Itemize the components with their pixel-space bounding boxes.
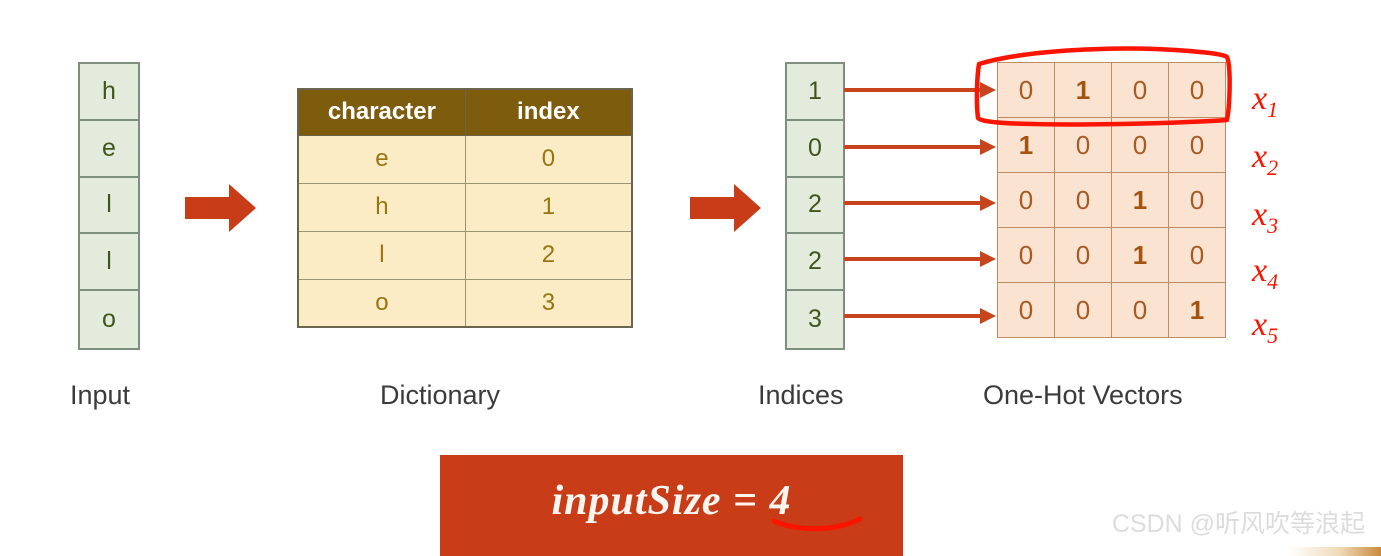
flow-arrow-icon: [690, 182, 762, 239]
dictionary-table: character index e 0 h 1 l 2 o 3: [297, 88, 633, 328]
indices-column: 1 0 2 2 3: [785, 62, 845, 350]
input-cell: o: [80, 291, 138, 348]
table-row: 0 0 1 0: [997, 172, 1226, 228]
row-label-subscript: 5: [1267, 322, 1279, 348]
one-hot-matrix: 0 1 0 0 1 0 0 0 0 0 1 0 0 0 1 0 0 0 0 1: [997, 62, 1226, 338]
input-cell: h: [80, 64, 138, 121]
corner-decoration: [1289, 547, 1381, 556]
table-row: h 1: [297, 182, 633, 232]
indices-caption: Indices: [758, 380, 844, 410]
row-label-base: x: [1252, 80, 1268, 117]
row-label-base: x: [1252, 138, 1268, 175]
onehot-cell: 0: [1054, 117, 1112, 173]
table-row: o 3: [297, 278, 633, 328]
onehot-cell: 0: [1168, 172, 1226, 228]
flow-arrow-icon: [185, 182, 257, 239]
onehot-cell: 1: [997, 117, 1055, 173]
input-cell: l: [80, 177, 138, 235]
dictionary-character-cell: h: [297, 182, 466, 232]
onehot-cell: 0: [997, 62, 1055, 118]
index-to-vector-connectors: [844, 55, 999, 350]
table-row: 0 0 1 0: [997, 227, 1226, 283]
input-column: h e l l o: [78, 62, 140, 350]
input-cell: l: [80, 234, 138, 292]
dictionary-character-cell: l: [297, 230, 466, 280]
row-label-subscript: 4: [1267, 268, 1279, 294]
onehot-cell: 0: [1111, 117, 1169, 173]
row-label-x5: x5: [1252, 306, 1278, 349]
dictionary-header-row: character index: [297, 88, 633, 136]
onehot-cell: 0: [997, 172, 1055, 228]
onehot-cell: 1: [1111, 227, 1169, 283]
onehot-cell: 0: [1054, 227, 1112, 283]
dictionary-header-index: index: [464, 88, 633, 136]
onehot-cell: 0: [1168, 117, 1226, 173]
index-cell: 3: [787, 291, 843, 348]
onehot-cell: 0: [1168, 227, 1226, 283]
row-label-x3: x3: [1252, 196, 1278, 239]
dictionary-header-character: character: [297, 88, 466, 136]
input-cell: e: [80, 120, 138, 178]
index-cell: 2: [787, 177, 843, 235]
onehot-cell: 0: [1111, 282, 1169, 338]
row-label-subscript: 1: [1267, 96, 1279, 122]
onehot-cell: 0: [1054, 172, 1112, 228]
input-size-text: inputSize = 4: [551, 477, 792, 524]
dictionary-index-cell: 0: [464, 134, 633, 184]
csdn-watermark: CSDN @听风吹等浪起: [1111, 510, 1365, 538]
input-size-banner: inputSize = 4: [440, 455, 903, 556]
onehot-cell: 1: [1054, 62, 1112, 118]
table-row: 0 0 0 1: [997, 282, 1226, 338]
table-row: e 0: [297, 134, 633, 184]
one-hot-caption: One-Hot Vectors: [983, 380, 1183, 410]
row-label-x2: x2: [1252, 138, 1278, 181]
onehot-cell: 1: [1111, 172, 1169, 228]
row-label-subscript: 3: [1267, 212, 1279, 238]
onehot-cell: 0: [997, 282, 1055, 338]
input-caption: Input: [70, 380, 131, 410]
row-label-x4: x4: [1252, 252, 1278, 295]
onehot-cell: 0: [1111, 62, 1169, 118]
dictionary-caption: Dictionary: [380, 380, 501, 410]
row-label-base: x: [1252, 252, 1268, 289]
row-label-base: x: [1252, 196, 1268, 233]
index-cell: 0: [787, 120, 843, 178]
onehot-cell: 0: [1054, 282, 1112, 338]
dictionary-index-cell: 3: [464, 278, 633, 328]
dictionary-character-cell: o: [297, 278, 466, 328]
index-cell: 1: [787, 64, 843, 121]
dictionary-character-cell: e: [297, 134, 466, 184]
onehot-cell: 0: [1168, 62, 1226, 118]
onehot-cell: 0: [997, 227, 1055, 283]
dictionary-index-cell: 2: [464, 230, 633, 280]
table-row: 1 0 0 0: [997, 117, 1226, 173]
row-label-x1: x1: [1252, 80, 1278, 123]
dictionary-index-cell: 1: [464, 182, 633, 232]
table-row: l 2: [297, 230, 633, 280]
row-label-subscript: 2: [1267, 154, 1279, 180]
table-row: 0 1 0 0: [997, 62, 1226, 118]
row-label-base: x: [1252, 306, 1268, 343]
index-cell: 2: [787, 234, 843, 292]
onehot-cell: 1: [1168, 282, 1226, 338]
